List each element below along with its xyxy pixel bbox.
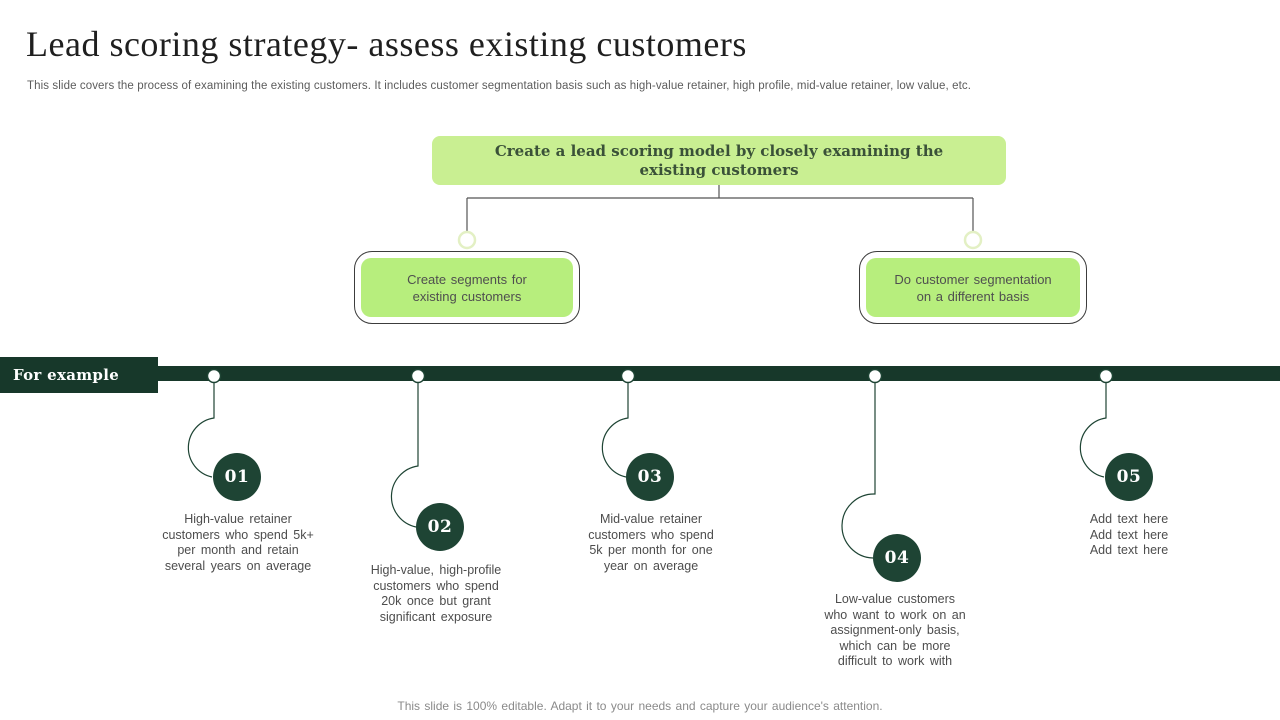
curl-connector-line — [841, 383, 876, 559]
step-description[interactable]: High-value retainer customers who spend … — [162, 512, 314, 573]
curl-connector-line — [1079, 383, 1107, 478]
step-number-badge[interactable]: 01 — [213, 453, 261, 501]
child-node-right[interactable]: Do customer segmentation on a different … — [859, 251, 1087, 324]
step-description[interactable]: Low-value customers who want to work on … — [824, 592, 966, 668]
curl-connector-line — [390, 383, 419, 528]
child-node-left[interactable]: Create segments for existing customers — [354, 251, 580, 324]
step-number-badge[interactable]: 03 — [626, 453, 674, 501]
root-node-box[interactable]: Create a lead scoring model by closely e… — [432, 136, 1006, 185]
slide-subtitle: This slide covers the process of examini… — [27, 80, 972, 92]
tree-connector-line — [466, 185, 974, 233]
step-description[interactable]: High-value, high-profile customers who s… — [370, 563, 502, 624]
for-example-label: For example — [0, 357, 158, 393]
step-number-badge[interactable]: 02 — [416, 503, 464, 551]
connector-ring-icon — [963, 230, 983, 250]
step-description[interactable]: Add text here Add text here Add text her… — [1089, 512, 1169, 557]
step-description[interactable]: Mid-value retainer customers who spend 5… — [588, 512, 714, 573]
curl-connector-line — [601, 383, 629, 478]
connector-ring-icon — [457, 230, 477, 250]
page-title: Lead scoring strategy- assess existing c… — [26, 24, 747, 64]
child-node-right-label: Do customer segmentation on a different … — [866, 258, 1080, 317]
timeline-bar — [158, 366, 1280, 381]
step-number-badge[interactable]: 05 — [1105, 453, 1153, 501]
child-node-left-label: Create segments for existing customers — [361, 258, 573, 317]
footer-note: This slide is 100% editable. Adapt it to… — [397, 699, 883, 713]
step-number-badge[interactable]: 04 — [873, 534, 921, 582]
curl-connector-line — [187, 383, 215, 478]
